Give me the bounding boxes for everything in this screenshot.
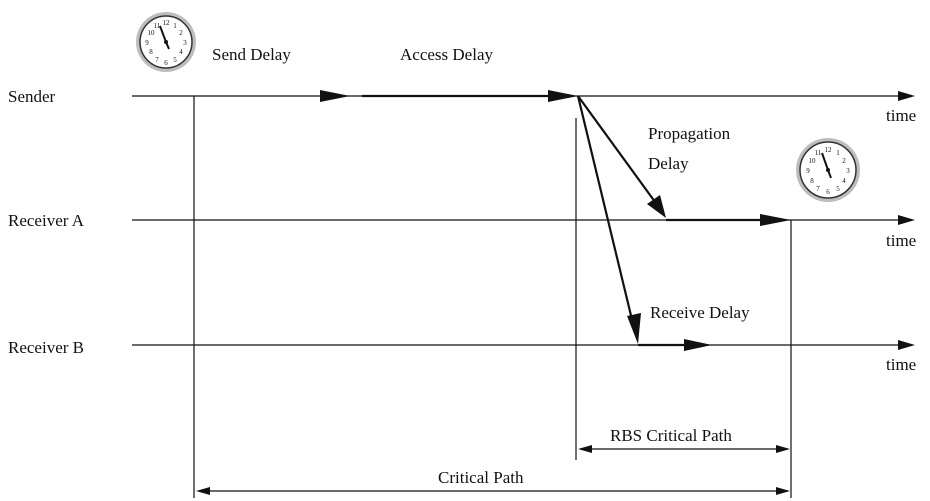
rbs-critical-path-label: RBS Critical Path: [610, 426, 732, 445]
svg-text:1: 1: [173, 22, 177, 30]
critical-path-label: Critical Path: [438, 468, 524, 487]
svg-text:2: 2: [179, 29, 183, 37]
svg-text:3: 3: [183, 39, 187, 47]
svg-text:8: 8: [810, 177, 814, 185]
critical-path-span: [196, 487, 790, 495]
access-delay-label: Access Delay: [400, 45, 493, 64]
svg-text:9: 9: [145, 39, 149, 47]
receive-delay-label: Receive Delay: [650, 303, 750, 322]
access-delay-arrow: [362, 90, 578, 102]
time-axis-receiver-a: [132, 215, 915, 225]
svg-text:6: 6: [164, 59, 168, 67]
svg-text:7: 7: [155, 56, 159, 64]
clock-icon: 12 1 2 3 4 5 6 7 8 9 10 11: [136, 12, 196, 72]
svg-text:4: 4: [842, 177, 846, 185]
propagation-arrow-receiver-a: [577, 95, 791, 226]
svg-text:2: 2: [842, 157, 846, 165]
svg-text:11: 11: [154, 22, 161, 30]
svg-text:4: 4: [179, 48, 183, 56]
svg-text:7: 7: [816, 185, 820, 193]
clock-icon: 12 1 2 3 4 5 6 7 8 9 10 11: [796, 138, 860, 202]
send-delay-arrow: [320, 90, 350, 102]
svg-text:12: 12: [163, 19, 171, 27]
time-label-sender: time: [886, 106, 916, 125]
svg-text:8: 8: [149, 48, 153, 56]
svg-text:11: 11: [815, 149, 822, 157]
time-label-receiver-b: time: [886, 355, 916, 374]
svg-text:9: 9: [806, 167, 810, 175]
time-axis-receiver-b: [132, 340, 915, 350]
row-label-receiver-b: Receiver B: [8, 338, 84, 357]
svg-text:5: 5: [173, 56, 177, 64]
propagation-arrow-receiver-b: [576, 95, 712, 351]
svg-text:1: 1: [836, 149, 840, 157]
row-label-sender: Sender: [8, 87, 56, 106]
svg-text:3: 3: [846, 167, 850, 175]
row-label-receiver-a: Receiver A: [8, 211, 85, 230]
time-label-receiver-a: time: [886, 231, 916, 250]
propagation-delay-label-line2: Delay: [648, 154, 689, 173]
svg-text:12: 12: [825, 146, 833, 154]
send-delay-label: Send Delay: [212, 45, 291, 64]
rbs-critical-path-span: [578, 445, 790, 453]
svg-text:10: 10: [148, 29, 156, 37]
svg-text:10: 10: [809, 157, 817, 165]
svg-text:5: 5: [836, 185, 840, 193]
svg-text:6: 6: [826, 188, 830, 196]
propagation-delay-label-line1: Propagation: [648, 124, 731, 143]
